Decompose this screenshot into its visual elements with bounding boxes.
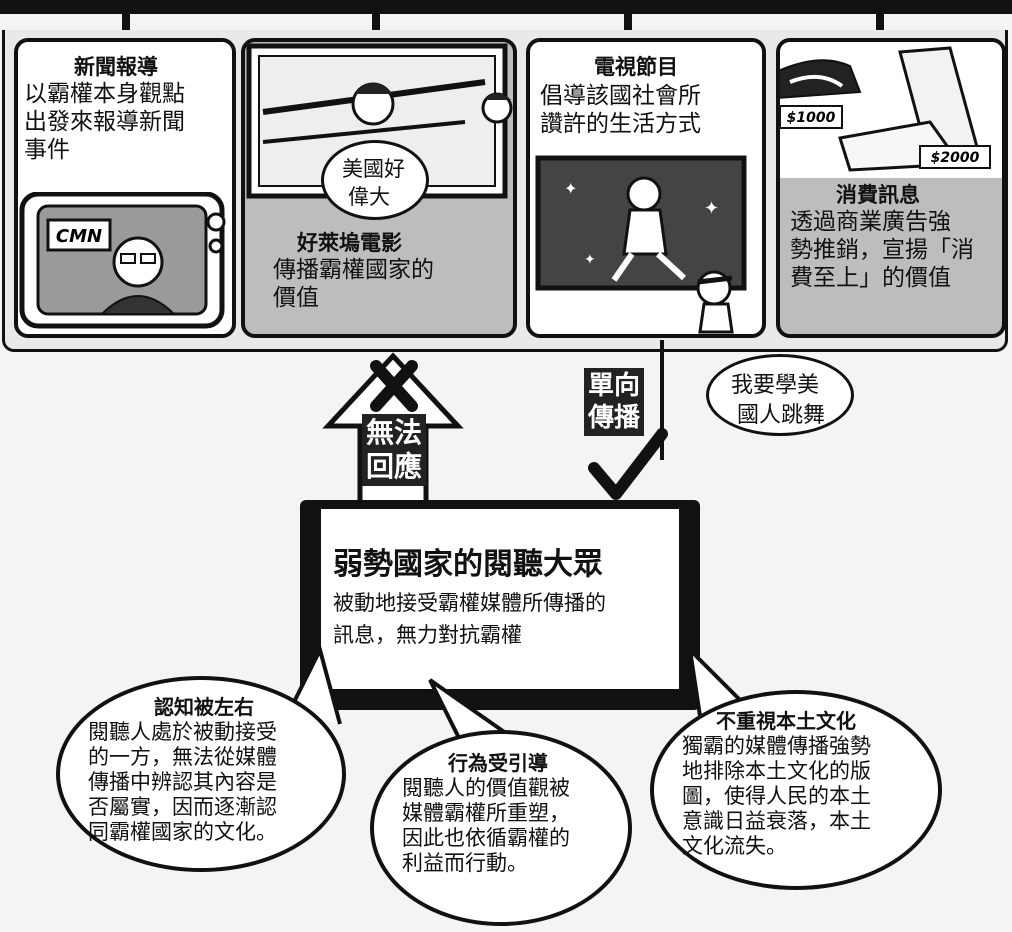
panel-tv-program-line: 倡導該國社會所 — [540, 83, 701, 109]
up-arrow-label: 無法 回應 — [362, 414, 427, 486]
connector-peg — [122, 14, 130, 36]
down-arrow-label-line: 單向 — [588, 371, 641, 401]
panel-hollywood-line: 傳播霸權國家的 — [273, 257, 434, 283]
center-box: 弱勢國家的閱聽大眾 被動地接受霸權媒體所傳播的 訊息，無力對抗霸權 — [318, 506, 682, 692]
bubble-cognition: 認知被左右 閱聽人處於被動接受 的一方，無法從媒體 傳播中辨認其內容是 否屬實，… — [56, 676, 346, 872]
up-arrow-label-line: 回應 — [366, 450, 423, 483]
speech-line: 國人跳舞 — [737, 403, 826, 428]
svg-text:✦: ✦ — [584, 252, 596, 268]
center-title: 弱勢國家的閱聽大眾 — [333, 547, 603, 582]
bubble-local-culture: 不重視本土文化 獨霸的媒體傳播強勢 地排除本土文化的版 圖，使得人民的本土 意識… — [650, 690, 942, 890]
bubble-behavior-line: 因此也依循霸權的 — [402, 826, 570, 850]
bubble-local-culture-line: 意識日益衰落，本土 — [682, 809, 871, 833]
products-illustration: $1000 $2000 — [780, 42, 1002, 178]
bubble-tails — [288, 644, 742, 745]
connector-peg — [372, 14, 380, 36]
connector-peg — [876, 14, 884, 36]
panel-hollywood: 美國好 偉大 好萊塢電影 傳播霸權國家的 價值 — [241, 38, 517, 338]
bubble-local-culture-line: 文化流失。 — [682, 834, 787, 858]
svg-text:✦: ✦ — [564, 179, 577, 198]
panel-tv-program-text: 倡導該國社會所 讚許的生活方式 — [540, 82, 701, 138]
down-arrow-label-line: 傳播 — [588, 403, 641, 433]
bubble-cognition-text: 閱聽人處於被動接受 的一方，無法從媒體 傳播中辨認其內容是 否屬實，因而逐漸認 … — [88, 720, 277, 845]
panel-news-line: 以霸權本身觀點 — [24, 81, 185, 107]
bubble-behavior-line: 媒體霸權所重塑， — [402, 801, 570, 825]
panel-news-line: 事件 — [24, 137, 70, 163]
down-connector-line — [660, 340, 664, 460]
bubble-local-culture-text: 獨霸的媒體傳播強勢 地排除本土文化的版 圖，使得人民的本土 意識日益衰落，本土 … — [682, 734, 871, 859]
bubble-behavior: 行為受引導 閱聽人的價值觀被 媒體霸權所重塑， 因此也依循霸權的 利益而行動。 — [370, 730, 632, 926]
panel-hollywood-line: 價值 — [273, 285, 319, 311]
tv-logo: CMN — [56, 226, 102, 247]
bubble-cognition-title: 認知被左右 — [154, 695, 254, 719]
speech-line: 美國好 — [342, 157, 405, 181]
cross-icon — [370, 360, 418, 412]
center-line: 訊息，無力對抗霸權 — [333, 623, 522, 647]
bubble-cognition-line: 閱聽人處於被動接受 — [88, 720, 277, 744]
panel-hollywood-text: 傳播霸權國家的 價值 — [273, 256, 434, 312]
bubble-behavior-line: 利益而行動。 — [402, 851, 528, 875]
panel-consumer-line: 費至上」的價值 — [790, 265, 951, 291]
speech-line: 我要學美 — [731, 373, 820, 398]
panel-tv-program: 電視節目 倡導該國社會所 讚許的生活方式 ✦ ✦ ✦ — [526, 38, 766, 338]
panel-consumer-line: 勢推銷，宣揚「消 — [790, 237, 974, 263]
panel-news-text: 以霸權本身觀點 出發來報導新聞 事件 — [24, 80, 185, 164]
center-line: 被動地接受霸權媒體所傳播的 — [333, 591, 606, 615]
top-connector-bar — [0, 0, 1012, 14]
center-text: 被動地接受霸權媒體所傳播的 訊息，無力對抗霸權 — [333, 587, 606, 651]
price-tag-jeans: $2000 — [931, 150, 980, 166]
bubble-cognition-line: 傳播中辨認其內容是 — [88, 770, 277, 794]
bubble-behavior-title: 行為受引導 — [448, 751, 548, 775]
svg-text:✦: ✦ — [704, 198, 719, 219]
tv-news-illustration: CMN — [19, 192, 226, 329]
panel-consumer-text: 透過商業廣告強 勢推銷，宣揚「消 費至上」的價值 — [790, 208, 974, 292]
panel-news-title: 新聞報導 — [74, 55, 158, 79]
bubble-cognition-line: 否屬實，因而逐漸認 — [88, 795, 277, 819]
panel-hollywood-title: 好萊塢電影 — [297, 231, 402, 255]
bubble-cognition-line: 的一方，無法從媒體 — [88, 745, 277, 769]
bubble-local-culture-line: 圖，使得人民的本土 — [682, 784, 871, 808]
panel-news: 新聞報導 以霸權本身觀點 出發來報導新聞 事件 CMN — [14, 38, 236, 338]
panel-consumer: $1000 $2000 消費訊息 透過商業廣告強 勢推銷，宣揚「消 費至上」的價… — [776, 38, 1006, 338]
checkmark-icon — [588, 428, 668, 500]
down-arrow-label: 單向 傳播 — [584, 368, 645, 436]
panel-consumer-line: 透過商業廣告強 — [790, 209, 951, 235]
bubble-cognition-line: 同霸權國家的文化。 — [88, 820, 277, 844]
price-tag-sneaker: $1000 — [787, 110, 836, 126]
connector-peg — [624, 14, 632, 36]
bubble-local-culture-line: 獨霸的媒體傳播強勢 — [682, 734, 871, 758]
panel-tv-program-title: 電視節目 — [594, 55, 678, 79]
panel-news-line: 出發來報導新聞 — [24, 109, 185, 135]
up-arrow-label-line: 無法 — [366, 416, 423, 449]
bubble-behavior-text: 閱聽人的價值觀被 媒體霸權所重塑， 因此也依循霸權的 利益而行動。 — [402, 776, 570, 876]
bubble-behavior-line: 閱聽人的價值觀被 — [402, 776, 570, 800]
speech-bubble-dance: 我要學美 國人跳舞 — [706, 354, 854, 436]
dancer-tv-illustration: ✦ ✦ ✦ — [535, 155, 747, 334]
speech-bubble-america: 美國好 偉大 — [321, 140, 429, 220]
panel-tv-program-line: 讚許的生活方式 — [540, 111, 701, 137]
bubble-local-culture-title: 不重視本土文化 — [716, 709, 856, 733]
panel-consumer-title: 消費訊息 — [836, 183, 920, 207]
bubble-local-culture-line: 地排除本土文化的版 — [682, 759, 871, 783]
speech-line: 偉大 — [348, 185, 390, 209]
